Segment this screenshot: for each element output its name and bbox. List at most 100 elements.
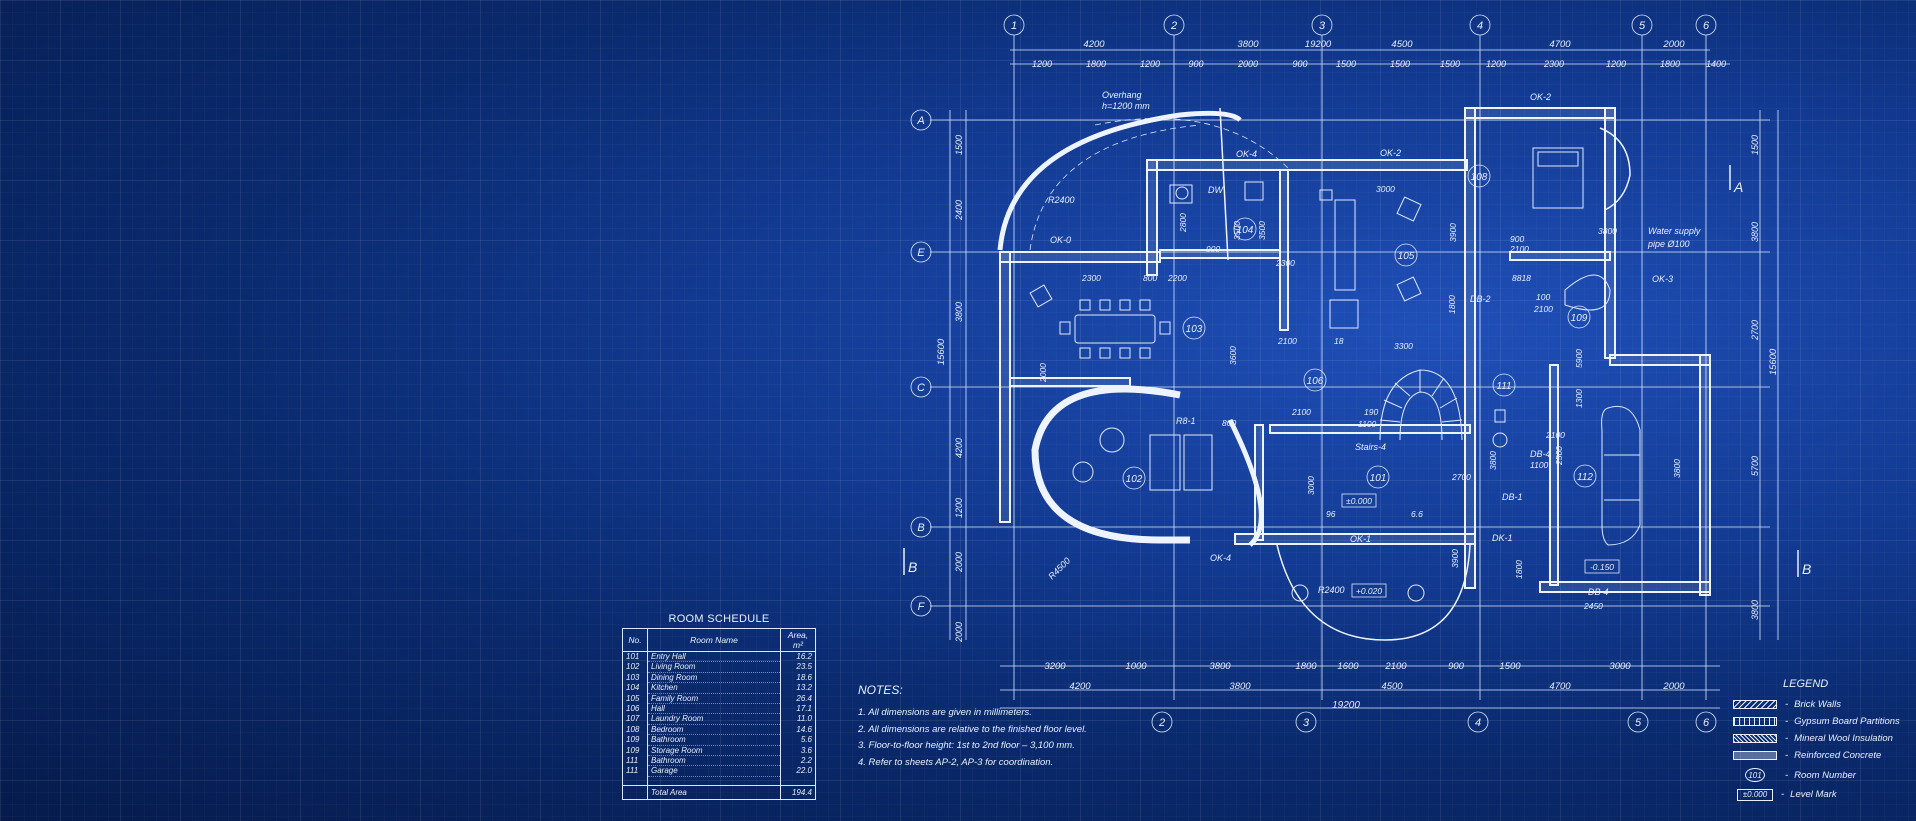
svg-text:3800: 3800 <box>954 302 964 322</box>
top-detail-dims: 1200 1800 1200 900 2000 900 1500 1500 15… <box>1032 59 1726 69</box>
svg-text:3800: 3800 <box>1229 681 1251 692</box>
svg-text:3800: 3800 <box>1750 600 1760 620</box>
window-ok0-label: OK-0 <box>1050 235 1071 245</box>
axis-bubble-3-bottom: 3 <box>1295 711 1317 733</box>
axis-bubble-C: C <box>910 376 932 398</box>
door-dk1-label: DK-1 <box>1492 533 1513 543</box>
inner-dim: 3800 <box>1672 459 1682 478</box>
svg-text:2700: 2700 <box>1750 320 1760 341</box>
note-item: 2. All dimensions are relative to the fi… <box>858 723 1087 735</box>
notes-block: NOTES: 1. All dimensions are given in mi… <box>858 683 1087 773</box>
window-ok2-mid-label: OK-2 <box>1380 148 1401 158</box>
col-header-area: Area, m² <box>780 628 816 652</box>
right-overall-dim: 15600 <box>1768 348 1779 375</box>
svg-text:1500: 1500 <box>1390 59 1410 69</box>
svg-text:4200: 4200 <box>954 438 964 458</box>
inner-dim: 2100 <box>1545 430 1565 440</box>
svg-text:108: 108 <box>1471 172 1488 183</box>
note-item: 4. Refer to sheets AP-2, AP-3 for coordi… <box>858 756 1054 768</box>
overhang-label: Overhang <box>1102 90 1142 100</box>
legend-item-level-mark: ±0.000-Level Mark <box>1733 786 1913 803</box>
svg-text:1: 1 <box>1011 20 1017 32</box>
room-102: 102 <box>1122 466 1146 490</box>
axis-bubble-4-bottom: 4 <box>1467 711 1489 733</box>
inner-dim: 1800 <box>1514 560 1524 579</box>
table-header-row: No. Room Name Area, m² <box>622 628 816 652</box>
svg-text:105: 105 <box>1398 251 1415 262</box>
svg-text:B: B <box>917 522 924 534</box>
svg-text:1600: 1600 <box>1337 661 1359 672</box>
r8-label: R8-1 <box>1176 416 1196 426</box>
svg-text:+0.020: +0.020 <box>1356 586 1383 596</box>
svg-text:4500: 4500 <box>1381 681 1403 692</box>
inner-dim: 3000 <box>1376 184 1395 194</box>
plan-labels: Overhang h=1200 mm R2400 OK-0 OK-2 OK-2 … <box>1038 90 1701 611</box>
svg-text:3: 3 <box>1319 20 1326 32</box>
bottom-overall-dim: 19200 <box>1332 700 1360 711</box>
inner-dim: 1100 <box>1530 460 1549 470</box>
svg-text:102: 102 <box>1126 474 1143 485</box>
svg-text:3200: 3200 <box>1044 661 1066 672</box>
level-020-mark: +0.020 <box>1351 583 1387 598</box>
svg-text:1200: 1200 <box>954 498 964 518</box>
svg-text:4200: 4200 <box>1083 39 1105 50</box>
svg-text:1200: 1200 <box>1032 59 1052 69</box>
room-101: 101 <box>1366 465 1390 489</box>
top-overall-dims: 4200 3800 19200 4500 4700 2000 <box>1083 39 1685 50</box>
walls <box>999 107 1711 596</box>
room-106: 106 <box>1303 368 1327 392</box>
svg-text:109: 109 <box>1571 313 1588 324</box>
svg-text:1500: 1500 <box>1336 59 1356 69</box>
svg-text:4: 4 <box>1475 717 1481 729</box>
water-supply-label: Water supply <box>1648 226 1701 236</box>
svg-text:2: 2 <box>1158 717 1165 729</box>
inner-dim: 2300 <box>1081 273 1101 283</box>
inner-dim: 18 <box>1334 336 1344 346</box>
window-ok3-label: OK-3 <box>1652 274 1673 284</box>
inner-dim: 800 <box>1143 273 1157 283</box>
axis-bubble-4: 4 <box>1469 14 1491 36</box>
svg-text:19200: 19200 <box>1305 39 1332 50</box>
inner-dim: 2200 <box>1167 273 1187 283</box>
col-header-no: No. <box>622 628 648 652</box>
inner-dim: 1100 <box>1358 419 1377 429</box>
inner-dim: 3800 <box>1488 451 1498 470</box>
svg-text:E: E <box>917 247 925 259</box>
radius-r4500-label: R4500 <box>1046 556 1072 582</box>
inner-dim: 3500 <box>1257 221 1267 240</box>
svg-text:±0.000: ±0.000 <box>1346 496 1372 506</box>
room-108: 108 <box>1467 164 1491 188</box>
inner-dim: 190 <box>1364 407 1378 417</box>
svg-text:5: 5 <box>1639 20 1646 32</box>
window-ok4-label: OK-4 <box>1236 149 1257 159</box>
svg-text:1200: 1200 <box>1606 59 1626 69</box>
svg-text:2100: 2100 <box>1384 661 1407 672</box>
svg-text:103: 103 <box>1186 324 1203 335</box>
svg-text:3000: 3000 <box>1609 661 1631 672</box>
svg-text:3: 3 <box>1303 717 1310 729</box>
room-103: 103 <box>1182 316 1206 340</box>
legend-item-concrete: -Reinforced Concrete <box>1733 747 1913 764</box>
inner-dim: 2300 <box>1275 258 1295 268</box>
room-number-icon: 101 <box>1745 768 1765 782</box>
inner-dim: 5900 <box>1574 349 1584 368</box>
right-detail-dims: 1500 3800 2700 5700 3800 <box>1750 135 1760 620</box>
inner-dim: 96 <box>1326 509 1336 519</box>
inner-dim: 2100 <box>1291 407 1311 417</box>
stairs-label: Stairs-4 <box>1355 442 1386 452</box>
legend-item-room-number: 101-Room Number <box>1733 764 1913 786</box>
total-area-value: 194.4 <box>780 784 816 800</box>
inner-dim: 1300 <box>1574 389 1584 408</box>
svg-text:2300: 2300 <box>1543 59 1564 69</box>
radius-label: R2400 <box>1048 195 1075 205</box>
svg-text:5: 5 <box>1635 717 1642 729</box>
axis-bubble-F: F <box>910 595 932 617</box>
svg-text:900: 900 <box>1292 59 1307 69</box>
inner-dim: 2100 <box>1533 304 1553 314</box>
svg-text:4700: 4700 <box>1549 681 1571 692</box>
